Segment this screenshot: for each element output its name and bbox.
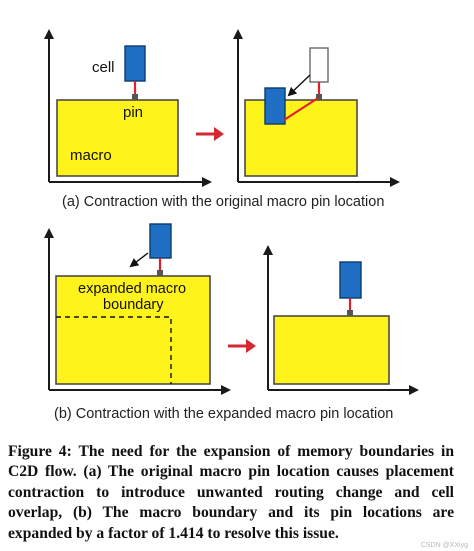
moved-cell: [264, 87, 286, 125]
figure-caption-text: The need for the expansion of memory bou…: [8, 443, 454, 542]
figure-caption: Figure 4: The need for the expansion of …: [8, 442, 454, 544]
routing-wire: [283, 97, 319, 121]
panel-b-right: [263, 245, 419, 395]
macro-label-line1: expanded macro: [78, 281, 186, 297]
watermark: CSDN @XXiyg: [420, 542, 468, 549]
panel-b-left: expanded macro boundary: [44, 223, 231, 395]
original-boundary-dashed: [56, 316, 172, 384]
transition-arrow-a: [196, 127, 224, 141]
expanded-macro-block: [55, 275, 211, 385]
transition-arrow-b: [228, 339, 256, 353]
macro-block: [244, 99, 358, 177]
caption-a: (a) Contraction with the original macro …: [62, 194, 384, 210]
caption-b: (b) Contraction with the expanded macro …: [54, 406, 393, 422]
figure-label: Figure 4:: [8, 443, 72, 460]
macro-label-line2: boundary: [103, 297, 164, 313]
macro-block: [56, 99, 179, 177]
figure-4-diagram: cell pin macro (a) Contraction with the …: [44, 29, 419, 422]
cell-block: [149, 223, 172, 259]
ghost-cell: [309, 47, 329, 83]
pin-label: pin: [123, 104, 143, 121]
macro-pin: [316, 94, 322, 100]
macro-pin: [347, 310, 353, 316]
move-arrow: [287, 74, 311, 97]
panel-a-left: cell pin macro: [44, 29, 212, 187]
move-arrow: [129, 252, 149, 268]
macro-pin: [132, 94, 138, 100]
macro-label: macro: [70, 147, 112, 164]
panel-a-right: [233, 29, 400, 187]
cell-label: cell: [92, 59, 115, 76]
cell-block: [339, 261, 362, 299]
macro-block: [273, 315, 390, 385]
macro-pin: [157, 270, 163, 276]
cell-block: [124, 45, 146, 82]
